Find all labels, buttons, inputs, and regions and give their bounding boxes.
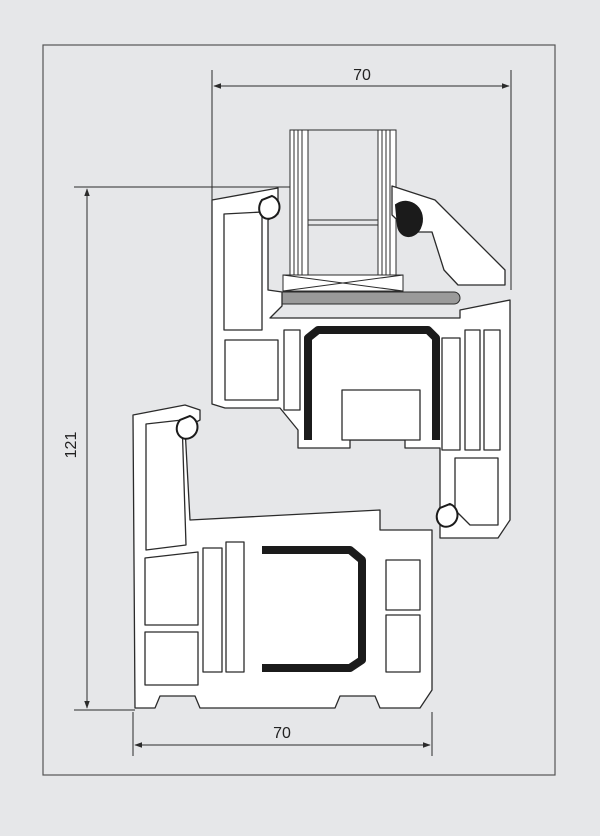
drawing-border: [42, 44, 556, 776]
glazing-bridge: [269, 291, 461, 305]
frame-profile: [132, 404, 433, 709]
frame-steel-reinforcement: [262, 546, 366, 672]
glass-unit: [289, 129, 397, 276]
dimension-left: [74, 186, 290, 711]
bottom-width-label: 70: [273, 725, 291, 742]
gaskets: [175, 194, 459, 528]
dimension-top: [211, 70, 512, 290]
dimension-bottom: [132, 712, 433, 756]
height-label: 121: [63, 432, 80, 459]
setting-block: [282, 274, 404, 292]
top-width-label: 70: [353, 67, 371, 84]
sash-profile: [211, 185, 511, 539]
sash-steel-reinforcement: [304, 326, 440, 440]
